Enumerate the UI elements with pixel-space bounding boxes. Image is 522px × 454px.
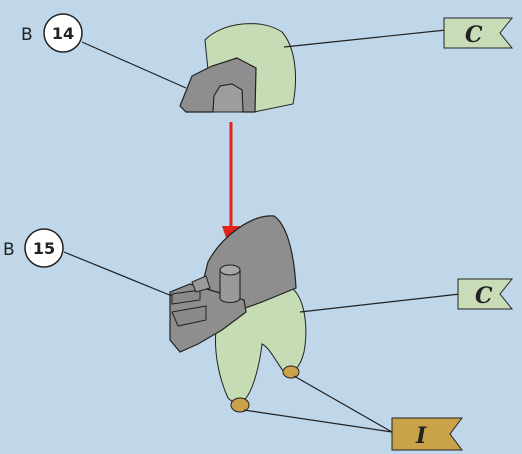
step-15-part	[169, 215, 307, 413]
clip-prong-lower	[171, 305, 207, 327]
leader-line-i-left	[243, 409, 393, 433]
gray-post-top	[219, 264, 241, 276]
tan-foot-left	[230, 397, 250, 413]
flag-c-top: C	[443, 17, 514, 49]
callout-circle	[24, 228, 64, 268]
leader-line-c-bottom	[299, 293, 461, 313]
flag-c-bottom: C	[457, 278, 514, 310]
leader-line-15	[63, 251, 173, 297]
callout-number: 14	[52, 24, 74, 43]
gray-post	[219, 269, 241, 304]
callout-number: 15	[33, 239, 55, 258]
flag-shape	[443, 17, 514, 49]
leader-line-14	[81, 41, 187, 89]
flag-shape	[457, 278, 514, 310]
clip-prong-upper	[171, 289, 201, 305]
callout-b15: B 15	[3, 228, 64, 268]
callout-b14: B 14	[21, 13, 83, 53]
callout-prefix: B	[21, 25, 33, 45]
tan-foot-right	[282, 365, 300, 379]
flag-i: I	[391, 417, 463, 451]
flag-shape	[391, 417, 463, 451]
gray-clip-inner	[212, 83, 244, 113]
leader-line-i-right	[293, 375, 393, 433]
leader-line-c-top	[283, 29, 447, 48]
flag-letter: C	[465, 22, 483, 48]
flag-letter: I	[415, 423, 427, 449]
callout-circle	[43, 13, 83, 53]
flag-letter: C	[475, 283, 493, 309]
callout-prefix: B	[3, 240, 15, 260]
green-cap-piece	[204, 23, 296, 113]
step-14-part	[179, 23, 296, 113]
gray-small-tab	[191, 275, 211, 293]
